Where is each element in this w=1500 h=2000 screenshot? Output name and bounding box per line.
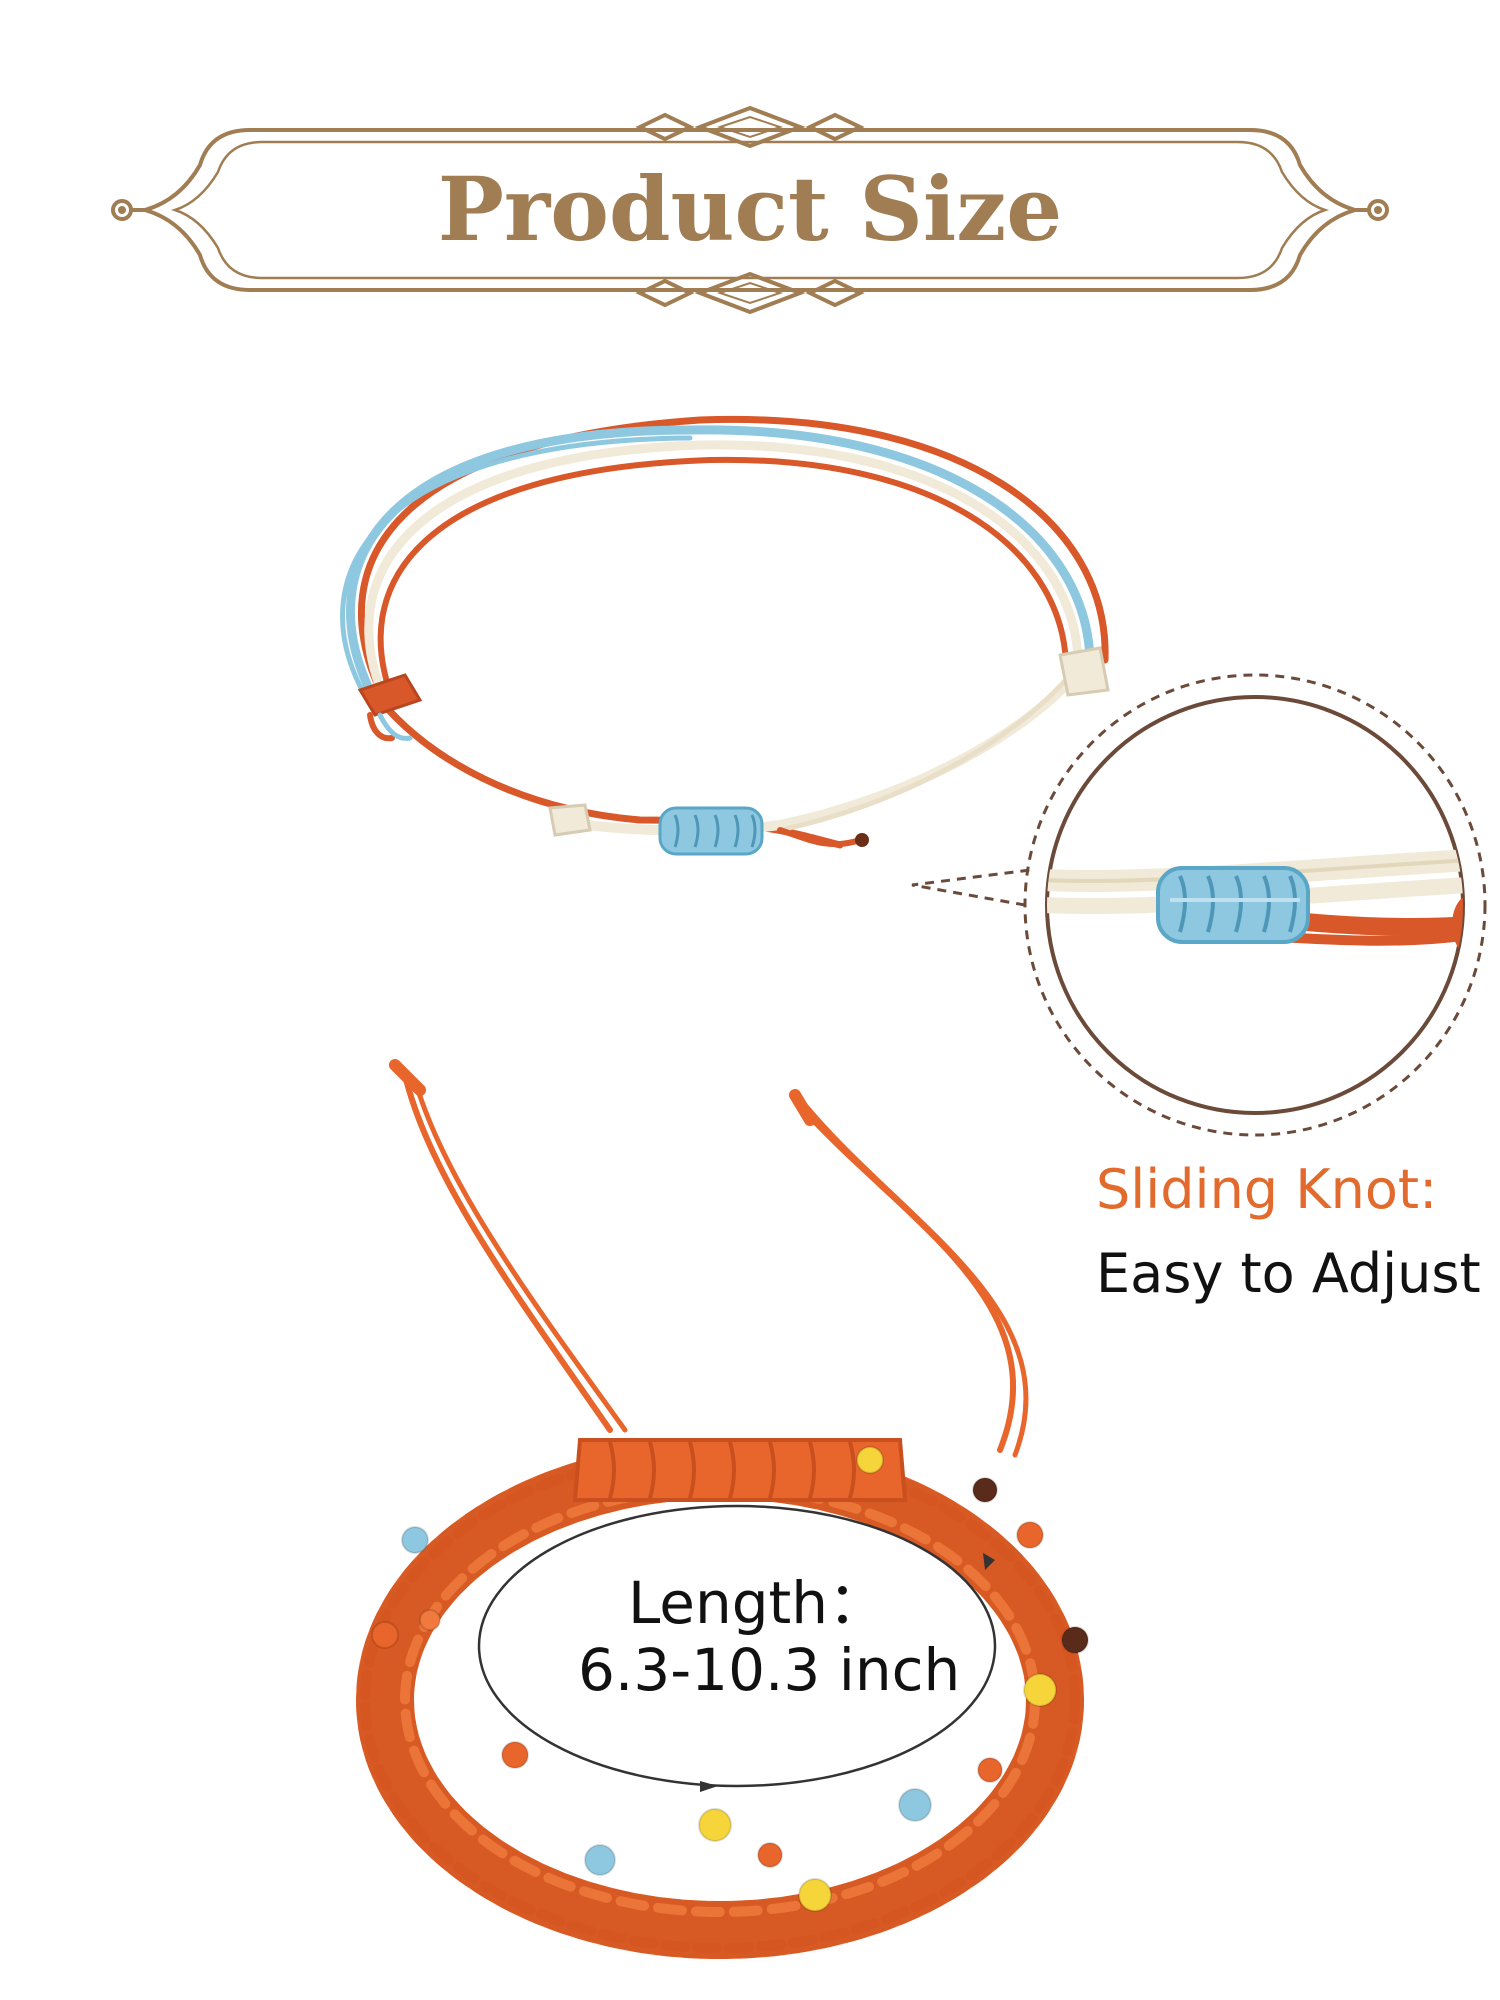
callout-subtitle: Easy to Adjust [1096, 1242, 1481, 1305]
sliding-knot [658, 806, 764, 856]
sliding-knot-zoomed [1156, 866, 1310, 944]
title-frame [111, 105, 1389, 315]
page-title: Product Size [438, 157, 1063, 261]
length-label: Length： [628, 1569, 887, 1637]
callout-title: Sliding Knot: [1096, 1158, 1438, 1221]
length-value: 6.3-10.3 inch [578, 1636, 961, 1704]
